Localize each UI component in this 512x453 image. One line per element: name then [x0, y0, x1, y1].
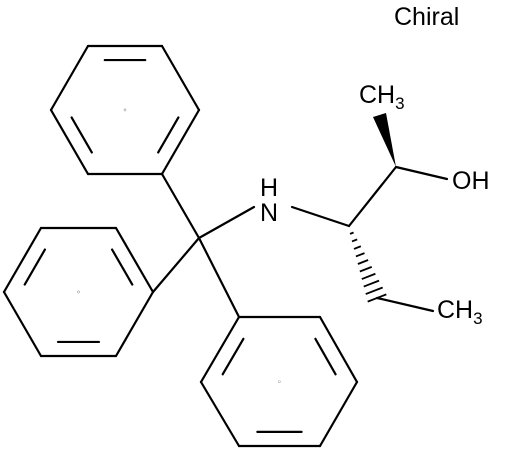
nitrogen-to-c3 [290, 205, 351, 228]
phenyl-bottom-bond [199, 380, 241, 448]
hash-stroke [361, 272, 376, 280]
phenyl-top-bond [160, 44, 201, 112]
ethyl-to-methyl [375, 296, 435, 313]
methyl-top-ch: CH [359, 81, 395, 109]
hash-stroke [365, 286, 384, 295]
phenyl-left-double-bond [110, 248, 134, 286]
phenyl-top-bond [160, 108, 201, 176]
hash-stroke [363, 279, 380, 288]
trityl-to-nitrogen [197, 205, 256, 240]
wedge-bond-icon [373, 113, 396, 167]
phenyl-bottom-double-bond [221, 337, 245, 376]
methyl-top-label: CH3 [359, 81, 405, 113]
phenyl-left-bond [114, 290, 155, 358]
methyl-bottom-subscript: 3 [473, 309, 482, 328]
nh-nitrogen-label: N [260, 199, 278, 227]
hash-stroke [359, 266, 373, 273]
c2-to-oxygen [394, 165, 449, 181]
hash-bond-icon [349, 231, 387, 303]
hash-stroke [353, 245, 362, 250]
methyl-bottom-label: CH3 [437, 296, 483, 328]
phenyl-top-bond [49, 44, 90, 112]
phenyl-top-bond [49, 108, 90, 176]
trityl-to-phenyl-top [160, 172, 201, 240]
phenyl-bottom-bond [318, 315, 359, 384]
phenyl-left-bond [2, 290, 43, 358]
phenyl-bottom-bond [318, 380, 359, 448]
trityl-to-phenyl-left [151, 236, 201, 294]
methyl-bottom-ch: CH [437, 296, 473, 324]
methyl-top-subscript: 3 [395, 94, 404, 113]
trityl-to-phenyl-bottom [197, 236, 241, 319]
hash-stroke [357, 259, 369, 265]
phenyl-bottom-double-bond [314, 337, 337, 376]
hash-stroke [349, 231, 354, 235]
chiral-label: Chiral [394, 3, 459, 31]
phenyl-bottom-bond [199, 315, 241, 384]
phenyl-left-bond [2, 226, 43, 294]
c3-to-c2 [347, 165, 398, 228]
phenyl-top-double-bond [157, 116, 180, 154]
hash-stroke [355, 252, 365, 258]
hash-stroke [351, 238, 358, 243]
nh-hydrogen-label: H [260, 174, 278, 202]
hash-stroke [367, 293, 387, 303]
phenyl-left-bond [114, 226, 155, 294]
phenyl-top-double-bond [70, 116, 93, 154]
phenyl-left-double-bond [23, 248, 47, 286]
hydroxyl-label: OH [452, 167, 490, 195]
